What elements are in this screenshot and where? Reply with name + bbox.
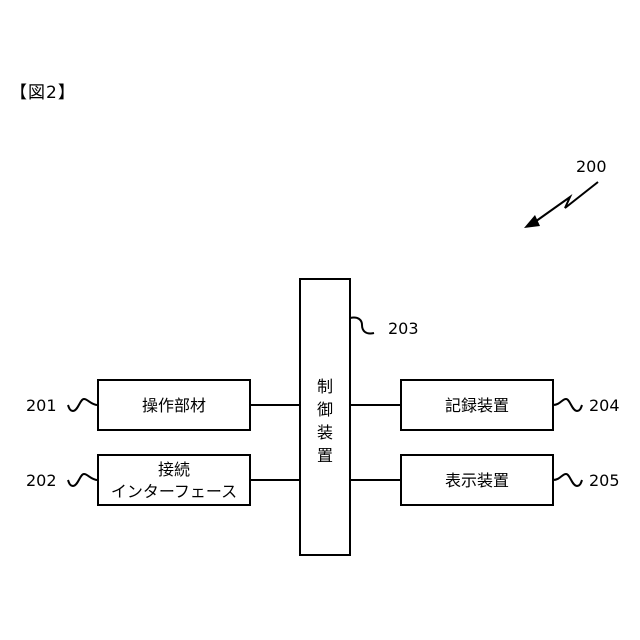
connection-interface-ref: 202	[26, 471, 57, 490]
operation-member-label: 操作部材	[142, 396, 206, 415]
control-device-leader	[350, 317, 374, 333]
display-device-leader	[553, 474, 582, 486]
display-device-label: 表示装置	[445, 471, 509, 490]
connection-interface-leader	[68, 474, 98, 486]
control-device-char-4: 置	[317, 446, 333, 465]
system-ref-arrow	[524, 182, 598, 228]
operation-member-ref: 201	[26, 396, 57, 415]
control-device-char-2: 御	[317, 400, 333, 419]
connection-interface-label-line2: インターフェース	[111, 482, 237, 501]
control-device-char-3: 装	[317, 423, 333, 442]
operation-member-leader	[68, 399, 98, 411]
recording-device-leader	[553, 399, 582, 411]
system-ref-label: 200	[576, 157, 607, 176]
control-device-ref: 203	[388, 319, 419, 338]
control-device-char-1: 制	[317, 377, 333, 396]
display-device-ref: 205	[589, 471, 620, 490]
recording-device-ref: 204	[589, 396, 620, 415]
recording-device-label: 記録装置	[445, 396, 509, 415]
connection-interface-label-line1: 接続	[158, 460, 190, 479]
